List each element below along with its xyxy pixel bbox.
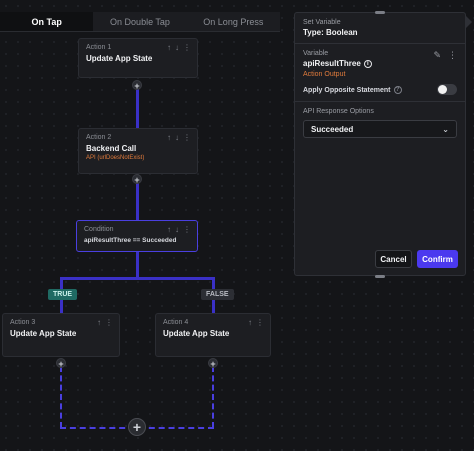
add-action-end[interactable]: +	[128, 418, 146, 436]
action-number: Action 2	[86, 134, 112, 141]
move-up-icon[interactable]: ↑	[167, 43, 171, 52]
add-action-after-a1[interactable]: +	[132, 80, 142, 91]
variable-name: apiResultThree	[303, 59, 361, 68]
more-vert-icon[interactable]: ⋮	[183, 43, 191, 52]
move-up-icon[interactable]: ↑	[248, 318, 252, 327]
trigger-tabs: On Tap On Double Tap On Long Press	[0, 12, 280, 32]
action-card-1[interactable]: Action 1 Update App State ↑ ↓ ⋮	[78, 38, 198, 78]
condition-card[interactable]: Condition apiResultThree == Succeeded ↑ …	[76, 220, 198, 252]
card-toolbar: ↑ ⋮	[97, 318, 113, 327]
action-card-2[interactable]: Action 2 Backend Call API (urlDoesNotExi…	[78, 128, 198, 174]
merge-dash-right	[212, 366, 214, 428]
action-number: Action 4	[163, 319, 189, 326]
card-toolbar: ↑ ↓ ⋮	[167, 133, 191, 142]
connector-cond-split	[136, 251, 139, 279]
info-icon[interactable]: ?	[393, 85, 402, 94]
add-action-after-a2[interactable]: +	[132, 174, 142, 185]
connector-a2-cond	[136, 176, 139, 222]
action-card-4[interactable]: Action 4 Update App State ↑ ⋮	[155, 313, 271, 357]
panel-pointer-arrow	[466, 16, 472, 28]
panel-drag-handle-bottom[interactable]	[375, 275, 385, 278]
variable-source: Action Output	[303, 71, 346, 78]
add-action-after-a4[interactable]: +	[208, 358, 218, 369]
api-options-value: Succeeded	[311, 124, 354, 134]
action-subtitle: API (urlDoesNotExist)	[86, 155, 145, 161]
card-toolbar: ↑ ⋮	[248, 318, 264, 327]
move-up-icon[interactable]: ↑	[167, 133, 171, 142]
info-icon[interactable]: i	[363, 59, 372, 68]
set-variable-panel: Set Variable Type: Boolean Variable apiR…	[294, 11, 466, 278]
action-card-3[interactable]: Action 3 Update App State ↑ ⋮	[2, 313, 120, 357]
more-vert-icon[interactable]: ⋮	[105, 318, 113, 327]
api-options-section: API Response Options Succeeded ⌄	[295, 102, 465, 144]
move-down-icon[interactable]: ↓	[175, 225, 179, 234]
variable-label: Variable	[303, 50, 329, 57]
merge-dash-left	[60, 366, 62, 428]
panel-divider	[295, 43, 465, 44]
panel-divider	[295, 101, 465, 102]
panel-header-type: Type: Boolean	[303, 28, 358, 37]
action-number: Action 3	[10, 319, 36, 326]
tab-on-tap[interactable]: On Tap	[0, 12, 94, 31]
apply-opposite-row: Apply Opposite Statement?	[303, 84, 457, 95]
panel-drag-handle-top[interactable]	[375, 11, 385, 14]
card-toolbar: ↑ ↓ ⋮	[167, 225, 191, 234]
more-vert-icon[interactable]: ⋮	[183, 225, 191, 234]
edit-icon[interactable]: ✎	[433, 50, 441, 60]
confirm-button[interactable]: Confirm	[417, 250, 458, 268]
card-toolbar: ↑ ↓ ⋮	[167, 43, 191, 52]
action-title: Update App State	[10, 329, 77, 338]
apply-opposite-text: Apply Opposite Statement	[303, 86, 391, 94]
variable-toolbar: ✎ ⋮	[433, 50, 457, 61]
connector-a1-a2	[136, 82, 139, 128]
move-down-icon[interactable]: ↓	[175, 43, 179, 52]
more-vert-icon[interactable]: ⋮	[183, 133, 191, 142]
condition-label: Condition	[84, 226, 114, 233]
tab-on-double-tap[interactable]: On Double Tap	[110, 16, 170, 27]
cancel-button[interactable]: Cancel	[375, 250, 412, 268]
action-title: Update App State	[163, 329, 230, 338]
api-options-label: API Response Options	[303, 108, 374, 115]
panel-header: Set Variable Type: Boolean	[295, 13, 465, 43]
tab-on-long-press[interactable]: On Long Press	[203, 16, 264, 27]
apply-opposite-label: Apply Opposite Statement?	[303, 85, 402, 94]
panel-header-label: Set Variable	[303, 19, 341, 26]
action-number: Action 1	[86, 44, 112, 51]
more-vert-icon[interactable]: ⋮	[256, 318, 264, 327]
chevron-down-icon: ⌄	[442, 124, 449, 134]
connector-branch-horizontal	[60, 277, 215, 280]
api-options-dropdown[interactable]: Succeeded ⌄	[303, 120, 457, 138]
action-title: Update App State	[86, 54, 153, 63]
apply-opposite-toggle[interactable]	[437, 84, 457, 95]
true-badge: TRUE	[48, 289, 78, 300]
move-down-icon[interactable]: ↓	[175, 133, 179, 142]
false-badge: FALSE	[201, 289, 234, 300]
more-vert-icon[interactable]: ⋮	[448, 50, 457, 60]
move-up-icon[interactable]: ↑	[97, 318, 101, 327]
action-title: Backend Call	[86, 144, 137, 153]
add-action-after-a3[interactable]: +	[56, 358, 66, 369]
move-up-icon[interactable]: ↑	[167, 225, 171, 234]
condition-expression: apiResultThree == Succeeded	[84, 237, 177, 244]
